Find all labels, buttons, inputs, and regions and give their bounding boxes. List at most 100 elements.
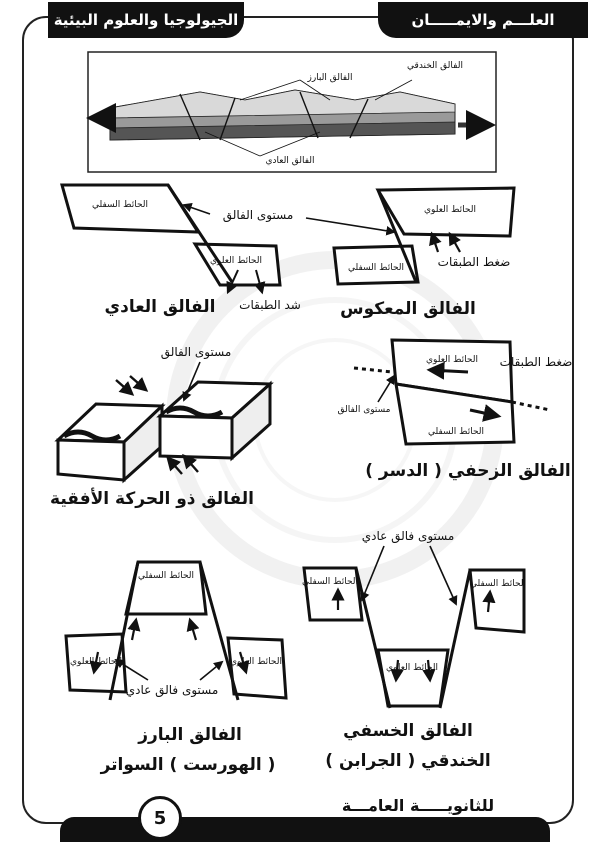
graben-plane-pointer-left [360,545,385,602]
horst-right-fault-line [198,561,240,701]
reverse-up-arrow-2 [448,231,461,253]
strikeslip-left-front [56,438,126,482]
horst-down-arrow-right [236,651,250,675]
fault-plane-pointer-left [182,202,211,215]
strikeslip-arrow-2 [129,375,149,392]
fault-cut-3 [299,91,319,139]
normal-hangingwall-block [192,242,282,287]
graben-right-block [468,568,526,634]
strikeslip-arrow-1 [115,379,135,396]
thrust-footwall-block [394,382,516,446]
strikeslip-fault-title: الفالق ذو الحركة الأفقية [50,488,254,509]
footer-bar [60,817,550,842]
thrust-right-arrow [469,404,502,422]
horst-plane-pointer-left [114,658,149,681]
reverse-up-arrow-1 [429,231,442,253]
header-series-text: العلـــم والايمـــــان [411,11,555,29]
normal-down-arrow-1 [226,269,239,295]
page-number: 5 [138,796,182,840]
graben-title-line2: الخندقي ( الجرابن ) [325,751,490,771]
graben-right-footwall-label: الحائط السفلي [470,579,526,589]
reverse-hangingwall-block [375,186,516,238]
thrust-footwall-label: الحائط السفلي [428,427,484,437]
normal-hangingwall-label: الحائط العلوي [210,256,262,266]
normal-fault-title: الفالق العادي [105,297,216,317]
graben-title-line1: الفالق الخسفي [343,721,473,741]
thrust-compression-label: ضغط الطبقات [500,355,573,369]
strikeslip-left-layer [62,429,122,443]
graben-down-arrow-left [390,659,404,683]
thrust-left-arrow [426,361,469,380]
bottom-layer [109,121,456,141]
strikeslip-plane-pointer [182,361,201,402]
horst-up-arrow-right [186,617,200,641]
horst-title-line1: الفالق البارز [137,725,242,745]
horst-diagram: الحائط السفلي الحائط العلوي الحائط العلو… [64,560,288,775]
reverse-compression-label: ضغط الطبقات [438,255,511,269]
thrust-hangingwall-label: الحائط العلوي [426,355,478,365]
horst-right-block [226,636,288,700]
strikeslip-arrow-3 [166,455,183,475]
horst-footwall-label: الحائط السفلي [138,571,194,581]
graben-up-arrow-right [482,589,496,613]
strikeslip-plane-label: مستوى الفالق [161,345,232,360]
normal-footwall-label: الحائط السفلي [92,200,148,210]
strikeslip-right-layer [164,405,224,419]
graben-hangingwall-label: الحائط العلوي [386,663,438,673]
fault-cut-2 [219,97,236,141]
header-subject-tab: الجيولوجيا والعلوم البيئية [48,2,244,38]
horst-left-hangingwall-label: الحائط العلوي [70,657,122,667]
footer-label: للثانويـــــة العامـــة [341,796,495,815]
header-subject-text: الجيولوجيا والعلوم البيئية [53,11,239,29]
strike-slip-fault-diagram: مستوى الفالق الفالق ذو الحركة الأفقية [50,345,274,509]
horst-up-arrow-left [127,617,141,641]
reverse-fault-title: الفالق المعكوس [340,299,476,319]
strikeslip-right-side [230,380,272,462]
normal-down-arrow-2 [253,269,266,295]
strikeslip-right-front [158,414,234,460]
top-block-figure: الفالق الخندقي الفالق البارز الفالق العا… [86,51,497,173]
graben-right-fault-line [438,569,472,709]
normal-fault-plane-line [166,184,234,283]
label-normal: الفالق العادي [265,156,314,166]
thrust-plane-pointer [377,374,396,403]
reverse-fault-plane-line [376,189,418,283]
label-trench: الفالق الخندقي [407,61,463,71]
fault-plane-label-top: مستوى الفالق [223,208,294,223]
page-number-text: 5 [153,807,167,829]
graben-left-fault-line [354,567,392,709]
reverse-footwall-label: الحائط السفلي [348,263,404,273]
reverse-fault-diagram: الحائط العلوي الحائط السفلي ضغط الطبقات … [332,186,516,319]
thrust-plane-label: مستوى الفالق [338,405,391,415]
horst-down-arrow-left [89,651,103,675]
thrust-plane-dash-left [353,366,393,374]
horst-title-line2: ( الهورست ) السواتر [100,755,276,775]
strikeslip-arrow-4 [182,453,199,473]
normal-tension-label: شد الطبقات [239,298,301,312]
horst-plane-label: مستوى فالق عادي [126,683,219,698]
graben-left-footwall-label: الحائط السفلي [302,577,358,587]
horst-central-block [124,560,208,616]
horst-plane-pointer-right [199,660,224,681]
thrust-plane-dash-right [511,400,551,412]
graben-plane-pointer-right [429,545,458,606]
reverse-hangingwall-label: الحائط العلوي [424,205,476,215]
thrust-fault-diagram: الحائط العلوي الحائط السفلي ضغط الطبقات … [338,338,573,481]
label-horst: الفالق البارز [306,73,352,83]
normal-fault-diagram: الحائط السفلي الحائط العلوي شد الطبقات ا… [60,183,301,317]
top-layer [109,89,456,119]
graben-plane-label: مستوى فالق عادي [362,529,455,544]
header-series-tab: العلـــم والايمـــــان [378,2,588,38]
reverse-footwall-block [332,244,420,286]
graben-left-block [302,566,364,622]
fault-plane-pointer-right [305,217,396,236]
thrust-fault-title: الفالق الزحفي ( الدسر ) [365,461,571,481]
horst-right-hangingwall-label: الحائط العلوي [230,657,282,667]
horst-left-fault-line [108,561,140,701]
graben-diagram: مستوى فالق عادي الحائط السفلي الحائط الس… [302,529,526,771]
fault-cut-4 [349,98,369,139]
graben-down-arrow-right [422,659,436,683]
fault-cut-1 [179,93,201,141]
